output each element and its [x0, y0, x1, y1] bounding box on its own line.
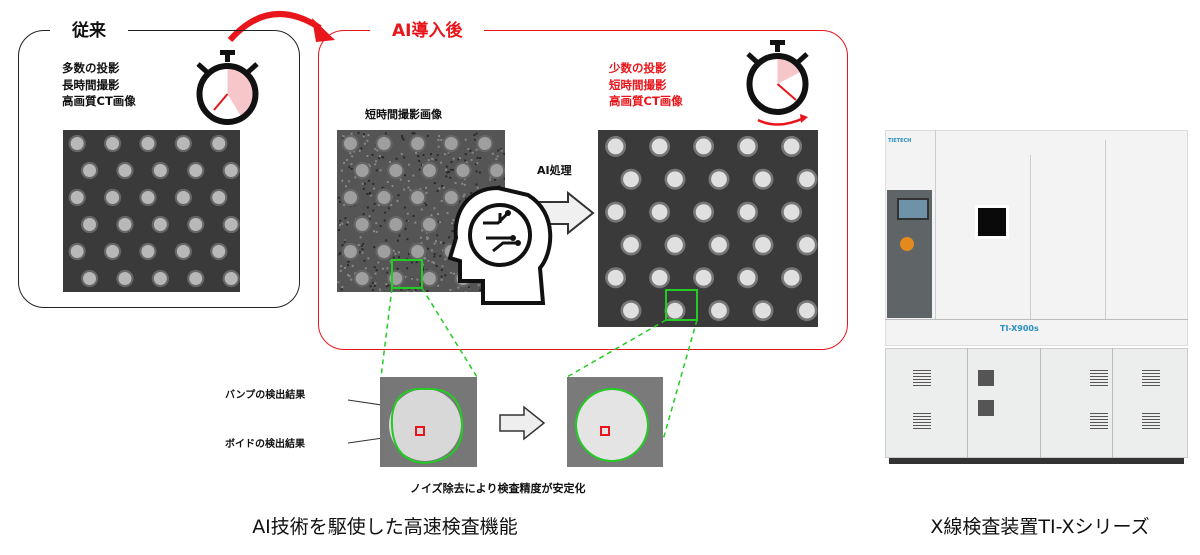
bump-detail-noisy — [380, 377, 477, 467]
right-caption: X線検査装置TI-Xシリーズ — [830, 512, 1200, 539]
void-label: ボイドの検出結果 — [225, 435, 305, 450]
model-label: TI-X900s — [1000, 324, 1039, 333]
compare-arrow-icon — [498, 405, 546, 441]
xray-machine-image: TIETECH TI-X900s — [885, 130, 1190, 470]
brand-label: TIETECH — [888, 138, 911, 144]
bump-detail-clean — [567, 377, 663, 467]
bump-label: バンプの検出結果 — [225, 386, 305, 401]
noise-note: ノイズ除去により検査精度が安定化 — [410, 480, 585, 496]
left-caption: AI技術を駆使した高速検査機能 — [175, 512, 595, 539]
